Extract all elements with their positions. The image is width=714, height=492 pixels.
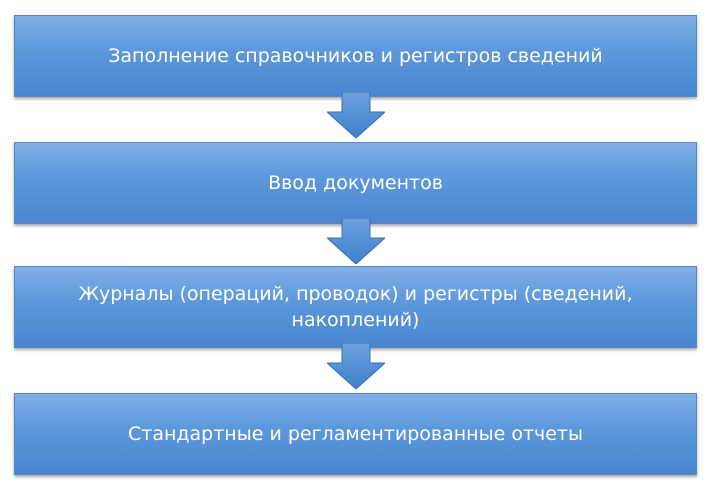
step-3-label: Журналы (операций, проводок) и регистры …	[78, 283, 633, 331]
step-4-label: Стандартные и регламентированные отчеты	[127, 423, 583, 445]
step-1-label: Заполнение справочников и регистров свед…	[108, 45, 603, 67]
step-1-box: Заполнение справочников и регистров свед…	[14, 15, 697, 97]
step-2-label: Ввод документов	[268, 172, 443, 194]
down-arrow-icon	[327, 92, 385, 138]
down-arrow-icon	[327, 218, 385, 264]
step-2-box: Ввод документов	[14, 142, 697, 224]
step-3-box: Журналы (операций, проводок) и регистры …	[14, 266, 697, 348]
step-4-box: Стандартные и регламентированные отчеты	[14, 393, 697, 475]
down-arrow-icon	[327, 343, 385, 389]
